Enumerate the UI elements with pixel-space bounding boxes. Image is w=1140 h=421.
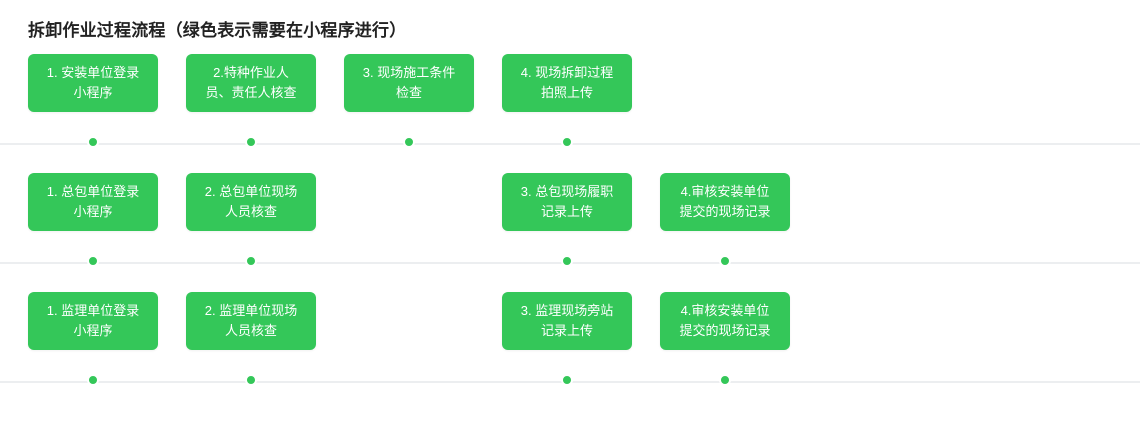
step-dot-icon: [561, 255, 573, 267]
step-dot-icon: [561, 136, 573, 148]
flow-node-label: 3. 现场施工条件 检查: [362, 65, 456, 100]
step-dot-icon: [245, 255, 257, 267]
flow-node[interactable]: 1. 安装单位登录 小程序: [28, 54, 158, 112]
step-dot-icon: [719, 255, 731, 267]
flow-node-label: 1. 总包单位登录 小程序: [46, 184, 140, 219]
step-dot-icon: [245, 136, 257, 148]
flow-node[interactable]: 1. 监理单位登录 小程序: [28, 292, 158, 350]
flow-node[interactable]: 2. 总包单位现场 人员核查: [186, 173, 316, 231]
flow-step[interactable]: 2. 总包单位现场 人员核查: [186, 173, 316, 292]
step-dot-icon: [87, 255, 99, 267]
flow-node-label: 4. 现场拆卸过程 拍照上传: [520, 65, 614, 100]
flow-node[interactable]: 2. 监理单位现场 人员核查: [186, 292, 316, 350]
flow-step[interactable]: 4. 现场拆卸过程 拍照上传: [502, 54, 632, 173]
flow-node-label: 2. 总包单位现场 人员核查: [204, 184, 298, 219]
flow-row-installation-unit: 1. 安装单位登录 小程序 2.特种作业人 员、责任人核查 3. 现场施工条件 …: [0, 54, 1140, 173]
flow-node-label: 3. 监理现场旁站 记录上传: [520, 303, 614, 338]
flow-node-label: 4.审核安装单位 提交的现场记录: [679, 184, 771, 219]
flow-step-empty: [660, 54, 790, 173]
flow-node[interactable]: 4. 现场拆卸过程 拍照上传: [502, 54, 632, 112]
flow-node[interactable]: 2.特种作业人 员、责任人核查: [186, 54, 316, 112]
step-dot-icon: [719, 374, 731, 386]
row-cells: 1. 总包单位登录 小程序 2. 总包单位现场 人员核查: [28, 173, 1128, 292]
flow-node-label: 2.特种作业人 员、责任人核查: [205, 65, 297, 100]
row-cells: 1. 安装单位登录 小程序 2.特种作业人 员、责任人核查 3. 现场施工条件 …: [28, 54, 1128, 173]
flow-step[interactable]: 2. 监理单位现场 人员核查: [186, 292, 316, 411]
flow-node-label: 1. 安装单位登录 小程序: [46, 65, 140, 100]
flow-node[interactable]: 1. 总包单位登录 小程序: [28, 173, 158, 231]
flow-step-empty: [344, 292, 474, 411]
step-dot-icon: [403, 136, 415, 148]
flow-step[interactable]: 3. 总包现场履职 记录上传: [502, 173, 632, 292]
flow-step[interactable]: 1. 监理单位登录 小程序: [28, 292, 158, 411]
step-dot-icon: [561, 374, 573, 386]
flow-step[interactable]: 3. 监理现场旁站 记录上传: [502, 292, 632, 411]
flow-row-supervision-unit: 1. 监理单位登录 小程序 2. 监理单位现场 人员核查: [0, 292, 1140, 411]
flow-node[interactable]: 3. 现场施工条件 检查: [344, 54, 474, 112]
row-cells: 1. 监理单位登录 小程序 2. 监理单位现场 人员核查: [28, 292, 1128, 411]
step-dot-icon: [87, 374, 99, 386]
flow-rows: 1. 安装单位登录 小程序 2.特种作业人 员、责任人核查 3. 现场施工条件 …: [0, 54, 1140, 411]
flow-node-label: 2. 监理单位现场 人员核查: [204, 303, 298, 338]
page-title: 拆卸作业过程流程（绿色表示需要在小程序进行）: [28, 21, 407, 40]
flow-step[interactable]: 1. 安装单位登录 小程序: [28, 54, 158, 173]
flow-node-label: 3. 总包现场履职 记录上传: [520, 184, 614, 219]
flow-node[interactable]: 4.审核安装单位 提交的现场记录: [660, 173, 790, 231]
flow-step-empty: [344, 173, 474, 292]
flow-step[interactable]: 4.审核安装单位 提交的现场记录: [660, 173, 790, 292]
step-dot-icon: [245, 374, 257, 386]
flow-step[interactable]: 3. 现场施工条件 检查: [344, 54, 474, 173]
flow-step[interactable]: 4.审核安装单位 提交的现场记录: [660, 292, 790, 411]
flow-node-label: 4.审核安装单位 提交的现场记录: [679, 303, 771, 338]
flow-step[interactable]: 1. 总包单位登录 小程序: [28, 173, 158, 292]
flow-node[interactable]: 3. 监理现场旁站 记录上传: [502, 292, 632, 350]
flow-node[interactable]: 4.审核安装单位 提交的现场记录: [660, 292, 790, 350]
flow-node-label: 1. 监理单位登录 小程序: [46, 303, 140, 338]
flow-row-general-contractor: 1. 总包单位登录 小程序 2. 总包单位现场 人员核查: [0, 173, 1140, 292]
flow-node[interactable]: 3. 总包现场履职 记录上传: [502, 173, 632, 231]
step-dot-icon: [87, 136, 99, 148]
flow-step[interactable]: 2.特种作业人 员、责任人核查: [186, 54, 316, 173]
